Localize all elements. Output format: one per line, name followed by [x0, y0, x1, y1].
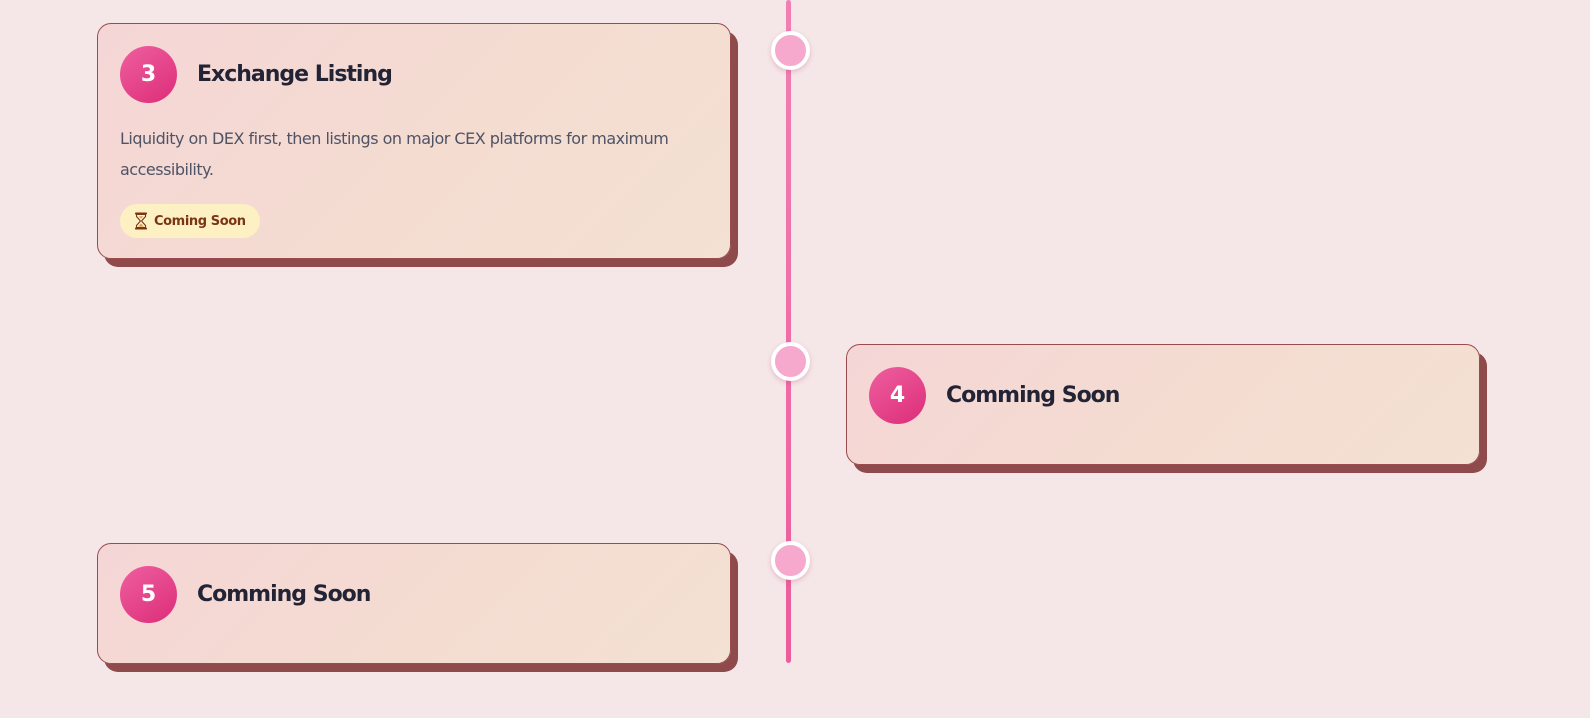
hourglass-icon — [135, 212, 147, 230]
phase-title: Exchange Listing — [197, 62, 393, 87]
phase-card-5: 5 Comming Soon — [97, 543, 731, 664]
status-label: Coming Soon — [154, 213, 246, 229]
timeline-node-phase-4 — [771, 342, 810, 381]
timeline-node-phase-5 — [771, 541, 810, 580]
phase-number-badge: 5 — [120, 566, 177, 623]
phase-title: Comming Soon — [197, 582, 371, 607]
phase-card-3: 3 Exchange Listing Liquidity on DEX firs… — [97, 23, 731, 259]
phase-number-badge: 3 — [120, 46, 177, 103]
phase-card-4: 4 Comming Soon — [846, 344, 1480, 465]
phase-description: Liquidity on DEX first, then listings on… — [120, 129, 669, 179]
phase-card-header: 5 Comming Soon — [120, 566, 708, 623]
timeline-line — [786, 0, 791, 663]
phase-number-badge: 4 — [869, 367, 926, 424]
status-badge: Coming Soon — [120, 204, 260, 238]
phase-card-header: 4 Comming Soon — [869, 367, 1457, 424]
phase-title: Comming Soon — [946, 383, 1120, 408]
phase-card-header: 3 Exchange Listing — [120, 46, 708, 103]
timeline-node-phase-3 — [771, 31, 810, 70]
